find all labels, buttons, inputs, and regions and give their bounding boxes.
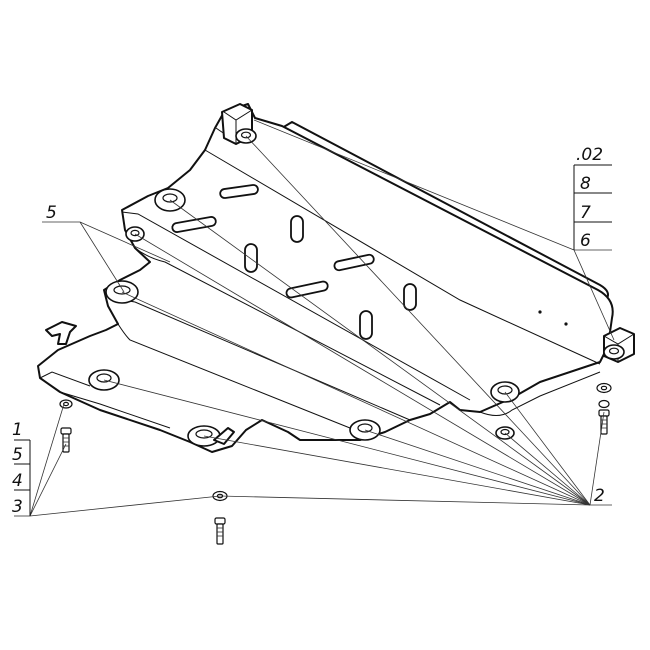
main-plate: [37, 103, 614, 453]
slot: [333, 253, 375, 272]
top-bracket: [221, 103, 257, 145]
ventilation-slots: [171, 184, 417, 340]
boss: [88, 369, 120, 391]
callout-right-4: 6: [580, 231, 591, 251]
slot: [171, 216, 217, 233]
slot: [285, 280, 329, 299]
clip: [213, 427, 235, 445]
fastener-center: [212, 490, 228, 545]
fastener-right: [596, 382, 612, 435]
leader-lines: [14, 119, 615, 517]
callout-right-1: .02: [576, 145, 603, 165]
slot: [219, 184, 259, 199]
clip: [45, 321, 77, 345]
slot: [290, 215, 304, 243]
slot: [403, 283, 417, 311]
slot: [359, 310, 373, 340]
right-bracket: [603, 327, 635, 363]
callout-right-2: 8: [580, 174, 591, 194]
callout-right-3: 7: [580, 203, 591, 223]
callout-stack-right: .02 8 7 6: [573, 145, 612, 251]
callout-fastener: 2: [594, 486, 605, 506]
callout-left-3: 4: [12, 471, 23, 491]
slot: [244, 243, 258, 273]
callout-left-1: 1: [12, 420, 23, 440]
callout-left-2: 5: [12, 445, 23, 465]
callout-stack-left: 1 5 4 3: [12, 420, 31, 517]
callout-plate: 5: [46, 203, 57, 223]
callout-left-4: 3: [12, 497, 23, 517]
